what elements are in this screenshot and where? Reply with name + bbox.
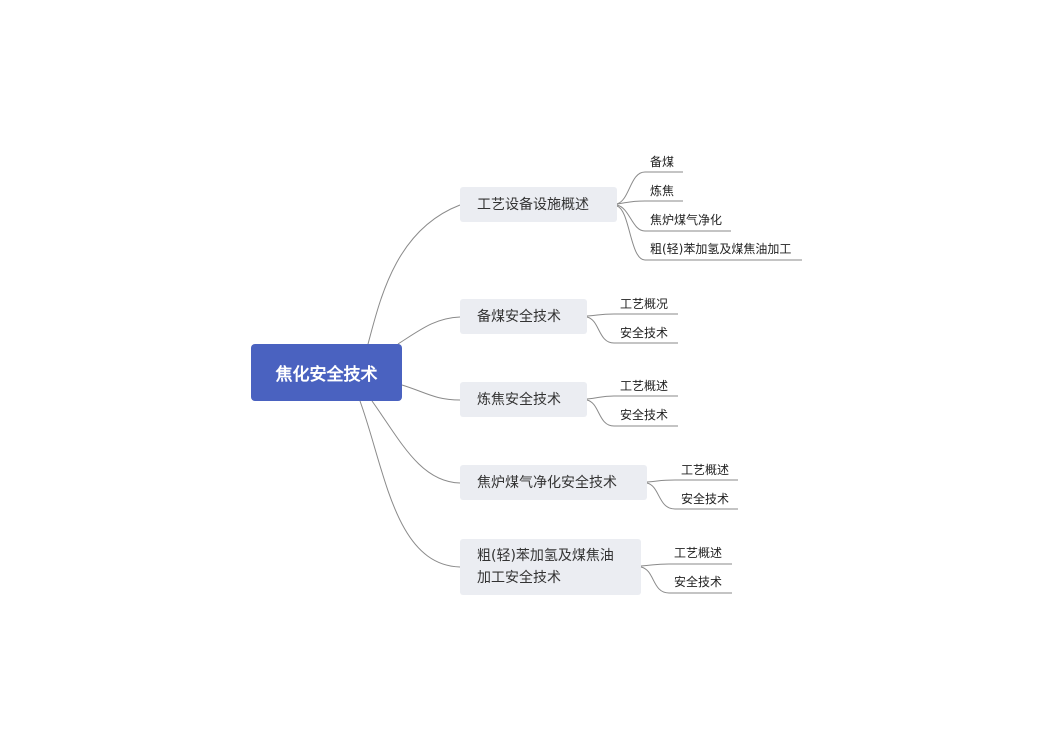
root-connector-3	[401, 384, 461, 401]
leaf-safety-tech[interactable]: 安全技术	[681, 492, 730, 506]
leaf-safety-tech[interactable]: 安全技术	[620, 408, 669, 422]
t2-connector-1	[586, 313, 678, 317]
leaf-benzene-tar[interactable]: 粗(轻)苯加氢及煤焦油加工	[650, 242, 792, 256]
topic-equipment-overview[interactable]: 工艺设备设施概述	[460, 187, 617, 222]
topic-benzene-tar-safety[interactable]: 粗(轻)苯加氢及煤焦油加工安全技术	[460, 539, 641, 595]
root-connector-1	[367, 204, 461, 345]
t5-connector-1	[640, 563, 732, 567]
leaf-coal-prep[interactable]: 备煤	[650, 155, 675, 169]
root-connector-2	[397, 316, 461, 345]
root-topic[interactable]: 焦化安全技术	[251, 344, 402, 401]
t3-connector-2	[586, 399, 678, 427]
leaf-safety-tech[interactable]: 安全技术	[620, 326, 669, 340]
leaf-coking[interactable]: 炼焦	[650, 184, 675, 198]
topic-coking-safety[interactable]: 炼焦安全技术	[460, 382, 587, 417]
topic-gas-purification-safety[interactable]: 焦炉煤气净化安全技术	[460, 465, 647, 500]
leaf-process-overview[interactable]: 工艺概述	[674, 546, 723, 560]
root-connector-4	[371, 400, 461, 484]
topic-coal-prep-safety[interactable]: 备煤安全技术	[460, 299, 587, 334]
leaf-safety-tech[interactable]: 安全技术	[674, 575, 723, 589]
t1-connector-1	[616, 171, 683, 205]
t4-connector-1	[646, 479, 738, 483]
leaf-gas-purification[interactable]: 焦炉煤气净化	[650, 213, 723, 227]
t2-connector-2	[586, 316, 678, 344]
leaf-process-overview[interactable]: 工艺概述	[620, 379, 669, 393]
root-connector-5	[359, 400, 461, 568]
t1-connector-4	[616, 205, 802, 261]
t1-connector-2	[616, 200, 683, 205]
leaf-process-overview[interactable]: 工艺概况	[620, 297, 669, 311]
t1-connector-3	[616, 204, 731, 232]
t3-connector-1	[586, 395, 678, 400]
t5-connector-2	[640, 566, 732, 594]
t4-connector-2	[646, 482, 738, 510]
leaf-process-overview[interactable]: 工艺概述	[681, 463, 730, 477]
